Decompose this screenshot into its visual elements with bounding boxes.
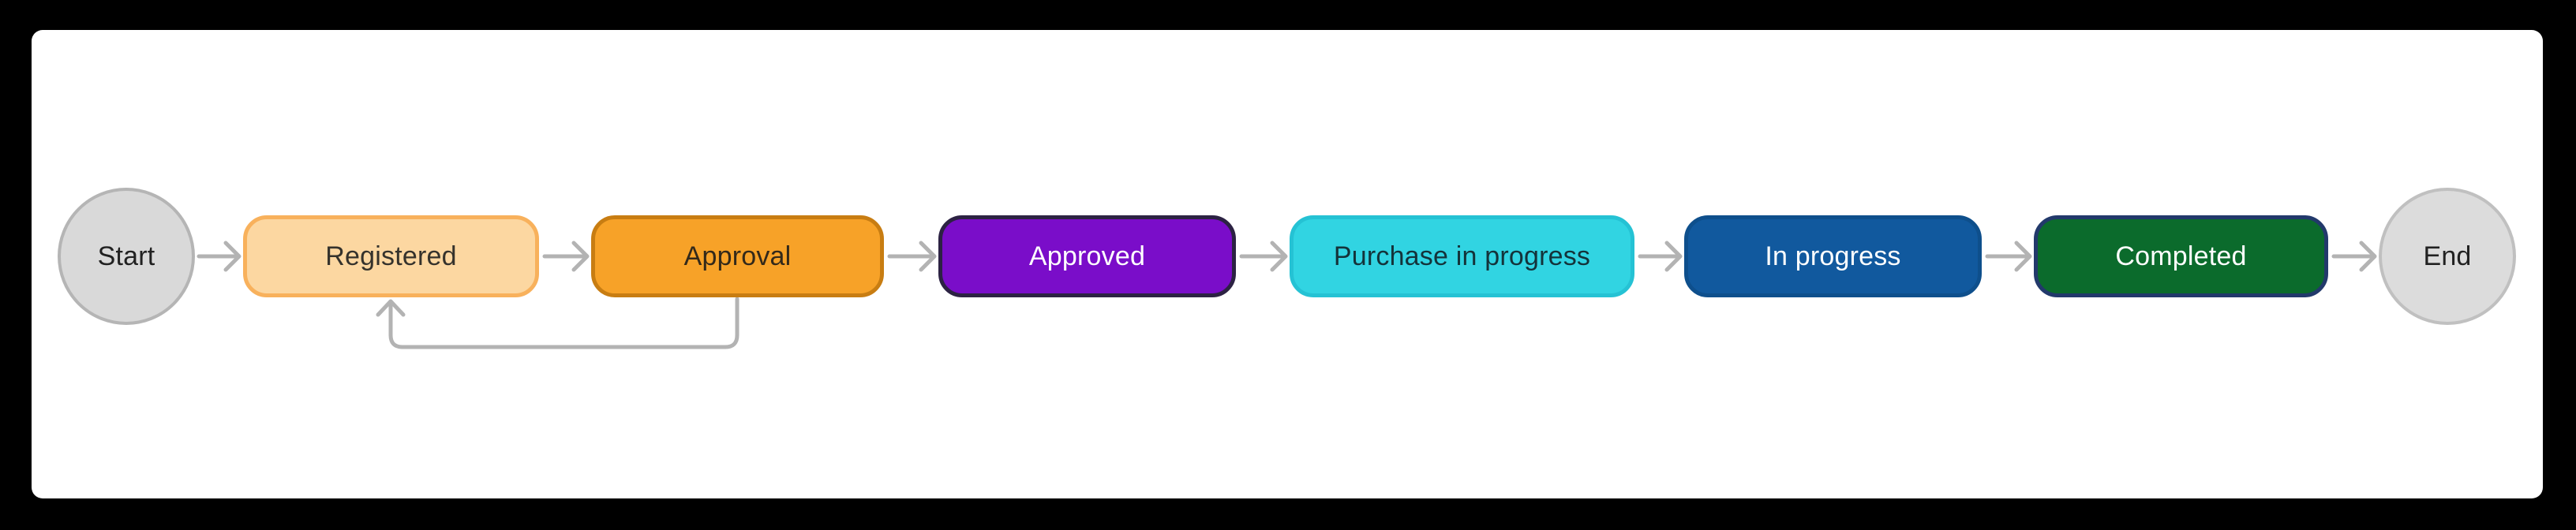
node-approval[interactable]: Approval	[591, 215, 884, 297]
feedback-arrow-approval-registered	[376, 297, 739, 349]
node-in-progress-label: In progress	[1765, 241, 1901, 271]
node-completed[interactable]: Completed	[2034, 215, 2328, 297]
node-approval-label: Approval	[683, 241, 792, 271]
node-in-progress[interactable]: In progress	[1684, 215, 1982, 297]
node-purchase-in-progress[interactable]: Purchase in progress	[1290, 215, 1634, 297]
canvas-panel: Start Registered Approval Approved Purch…	[32, 30, 2543, 498]
arrow-registered-approval	[542, 241, 590, 272]
node-start[interactable]: Start	[58, 188, 195, 325]
arrow-inprogress-completed	[1985, 241, 2032, 272]
node-registered[interactable]: Registered	[243, 215, 539, 297]
node-approved[interactable]: Approved	[938, 215, 1236, 297]
node-purchase-in-progress-label: Purchase in progress	[1333, 241, 1591, 271]
node-start-label: Start	[97, 241, 155, 271]
arrow-start-registered	[197, 241, 242, 272]
arrow-completed-end	[2331, 241, 2377, 272]
node-completed-label: Completed	[2115, 241, 2247, 271]
arrow-approval-approved	[887, 241, 937, 272]
arrow-purchase-inprogress	[1638, 241, 1683, 272]
node-registered-label: Registered	[325, 241, 457, 271]
node-end[interactable]: End	[2379, 188, 2516, 325]
node-approved-label: Approved	[1028, 241, 1146, 271]
arrow-approved-purchase	[1239, 241, 1288, 272]
node-end-label: End	[2423, 241, 2472, 271]
